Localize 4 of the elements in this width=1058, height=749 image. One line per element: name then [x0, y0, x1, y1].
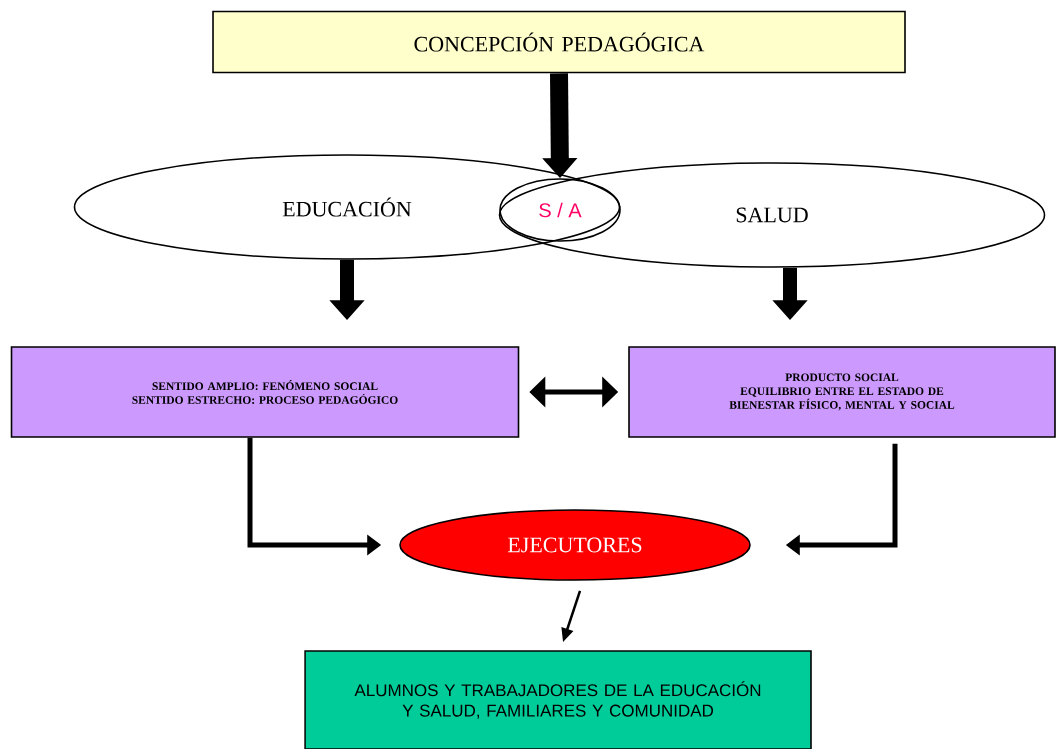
target-box: ALUMNOS Y TRABAJADORES DE LA EDUCACIÓN Y SALUD, FAMILIARES Y COMUNIDAD	[304, 650, 812, 749]
title-box: CONCEPCIÓN PEDAGÓGICA	[212, 10, 906, 74]
process-box: PRODUCTO SOCIAL EQUILIBRIO ENTRE EL ESTADO DE BIENESTAR FÍSICO, MENTAL Y SOCIAL	[628, 346, 1056, 438]
process-box: SENTIDO AMPLIO: FENÓMENO SOCIAL SENTIDO ESTRECHO: PROCESO PEDAGÓGICO	[10, 346, 520, 438]
